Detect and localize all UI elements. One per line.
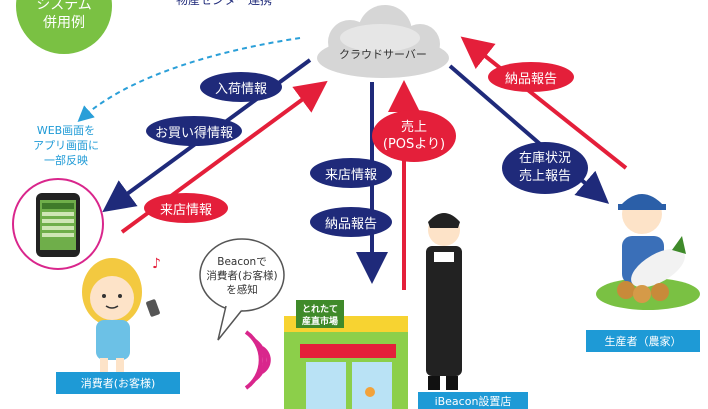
web-to-app-dashed-arrow — [77, 37, 301, 123]
phone-note-line1: WEB画面を — [36, 124, 96, 137]
header-partial-text: 物産センター連携 — [176, 0, 273, 7]
corner-badge-line2: 併用例 — [43, 15, 85, 31]
flow-badge-arrival-info: 入荷情報 — [200, 72, 282, 102]
caption-bar-store — [418, 392, 528, 409]
speech-line1: Beaconで — [217, 256, 267, 268]
speech-line2: 消費者(お客様) — [206, 270, 278, 282]
caption-bar-consumer — [56, 372, 180, 394]
flow-badge-sales: 売上 (POSより) — [372, 110, 456, 162]
arrow-producer-to-cloud — [460, 36, 628, 170]
flow-badge-visit-info-red: 来店情報 — [144, 193, 228, 223]
flow-badge-delivery-report-store: 納品報告 — [310, 207, 392, 237]
consumer-illustration: ♪ — [82, 256, 161, 376]
cloud-label: クラウドサーバー — [339, 48, 427, 61]
flow-badge-sales-report: 売上報告 — [518, 169, 571, 184]
flow-badge-deals-info: お買い得情報 — [146, 116, 242, 146]
caption-consumer: 消費者(お客様) — [80, 377, 156, 390]
flow-badge-stock-status: 在庫状況 — [518, 151, 571, 166]
flow-badge-sales-line1: 売上 — [400, 120, 427, 135]
shop-sign-line2: 産直市場 — [301, 317, 338, 327]
caption-producer: 生産者（農家） — [604, 335, 682, 348]
speech-bubble — [199, 238, 285, 341]
speech-line3: を感知 — [226, 284, 258, 296]
producer-farmer-illustration — [596, 194, 700, 310]
flow-badge-visit-info-navy: 来店情報 — [310, 158, 392, 188]
beacon-signal-icon — [244, 330, 271, 390]
phone-note-line3: 一部反映 — [44, 154, 88, 167]
caption-bar-producer — [586, 330, 700, 352]
caption-store: iBeacon設置店 — [434, 394, 512, 408]
corner-badge-line1: システム — [36, 0, 92, 13]
shop-sign-line1: とれたて — [301, 305, 338, 315]
store-clerk-illustration — [426, 213, 462, 390]
smartphone-icon — [12, 178, 104, 270]
flow-badge-sales-line2: (POSより) — [382, 137, 446, 152]
phone-note-line2: アプリ画面に — [33, 139, 99, 152]
flow-badge-stock-sales: 在庫状況 売上報告 — [502, 142, 588, 194]
svg-text:♪: ♪ — [152, 256, 161, 272]
corner-badge-circle — [16, 0, 112, 54]
cloud-icon — [317, 5, 449, 78]
store-building-icon — [284, 300, 408, 409]
flow-badge-delivery-report-producer: 納品報告 — [488, 62, 574, 92]
